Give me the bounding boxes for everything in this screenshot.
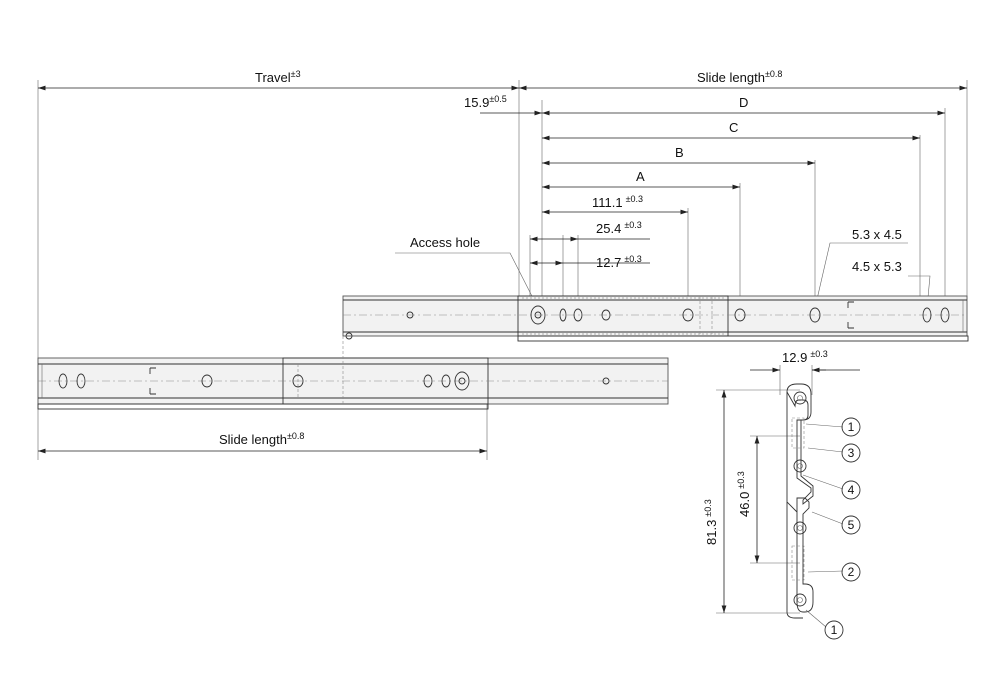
callout-5: 5 — [841, 515, 861, 535]
callout-1-top: 1 — [841, 417, 861, 437]
slide-length-bottom-label: Slide length±0.8 — [219, 431, 304, 447]
section-inner-height-label: 46.0±0.3 — [736, 471, 752, 517]
cross-section-view — [716, 365, 860, 628]
callout-bubbles: 1 3 4 5 2 1 — [824, 417, 861, 640]
slot-2-label: 4.5 x 5.3 — [852, 259, 902, 274]
svg-text:4: 4 — [848, 483, 855, 497]
callout-4: 4 — [841, 480, 861, 500]
dim-12-label: 12.7±0.3 — [596, 254, 642, 270]
svg-text:1: 1 — [831, 623, 838, 637]
section-width-label: 12.9±0.3 — [782, 349, 828, 365]
offset-label: 15.9±0.5 — [464, 94, 507, 110]
svg-text:5: 5 — [848, 518, 855, 532]
access-hole-icon — [530, 305, 546, 325]
slot-1-leader — [814, 242, 908, 309]
c-label: C — [729, 120, 738, 135]
slot-4-5x5-3-icon — [922, 307, 932, 323]
dim-25-label: 25.4±0.3 — [596, 220, 642, 236]
slot-5-3x4-5-icon — [809, 307, 821, 323]
bearing-ball-top — [793, 391, 807, 405]
extension-lines — [37, 80, 968, 460]
inner-rail-profile — [796, 497, 814, 613]
svg-text:3: 3 — [848, 446, 855, 460]
travel-label: Travel±3 — [255, 69, 301, 85]
access-hole-leader — [395, 252, 539, 309]
extended-rail — [342, 295, 969, 342]
dimension-lines — [38, 85, 967, 454]
b-label: B — [675, 145, 684, 160]
labels: Travel±3 Slide length±0.8 15.9±0.5 D C B… — [219, 69, 902, 545]
bearing-ball-mid-2 — [793, 521, 807, 535]
callout-3: 3 — [841, 443, 861, 463]
fixed-rail — [37, 336, 669, 410]
bearing-ball-bottom — [793, 593, 807, 607]
access-hole-label: Access hole — [410, 235, 480, 250]
outer-rail-profile — [786, 383, 814, 505]
bearing-ball-mid-1 — [793, 459, 807, 473]
callout-2: 2 — [841, 562, 861, 582]
section-height-label: 81.3±0.3 — [703, 499, 719, 545]
slide-length-top-label: Slide length±0.8 — [697, 69, 782, 85]
svg-text:1: 1 — [848, 420, 855, 434]
dim-111-label: 111.1±0.3 — [592, 194, 643, 210]
d-label: D — [739, 95, 748, 110]
callout-1-bottom: 1 — [824, 620, 844, 640]
svg-text:2: 2 — [848, 565, 855, 579]
a-label: A — [636, 169, 645, 184]
ball-retainer — [522, 297, 725, 335]
slot-1-label: 5.3 x 4.5 — [852, 227, 902, 242]
